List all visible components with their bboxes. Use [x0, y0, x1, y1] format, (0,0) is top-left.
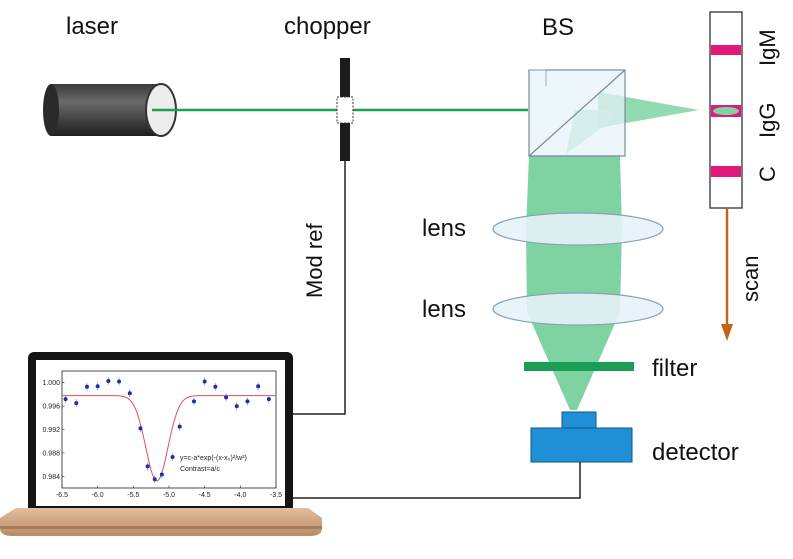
- x-tick-label: -4.0: [234, 492, 246, 499]
- detector-label: detector: [652, 439, 739, 466]
- filter-icon: [524, 362, 634, 371]
- x-tick-label: -5.0: [163, 492, 175, 499]
- data-point: [138, 426, 143, 431]
- strip-label-igg: IgG: [755, 103, 780, 138]
- measurement-chart: -6.5-6.0-5.5-5.0-4.5-4.0-3.5 0.9840.9880…: [42, 370, 282, 499]
- data-point: [202, 379, 207, 384]
- focused-light-cone: [527, 312, 620, 410]
- data-point: [213, 384, 218, 389]
- y-tick-label: 1.000: [42, 380, 60, 387]
- data-point: [117, 379, 122, 384]
- data-point: [266, 397, 271, 402]
- y-tick-label: 0.996: [42, 404, 60, 411]
- x-tick-label: -3.5: [270, 492, 282, 499]
- strip-label-igm: IgM: [755, 29, 780, 66]
- data-point: [95, 384, 100, 389]
- detector-icon: [530, 411, 633, 463]
- data-point: [145, 464, 150, 469]
- scan-label: scan: [738, 256, 763, 302]
- lens-label-2: lens: [422, 296, 466, 323]
- mod-ref-label: Mod ref: [302, 223, 327, 298]
- scan-arrow-icon: [721, 208, 733, 341]
- x-tick-label: -4.5: [199, 492, 211, 499]
- contrast-annotation: Contrast=a/c: [180, 466, 220, 473]
- y-axis: 0.984 0.988 0.992 0.996 1.000: [42, 380, 65, 481]
- x-tick-label: -6.5: [56, 492, 68, 499]
- laptop-icon: [0, 352, 322, 536]
- data-point: [245, 399, 250, 404]
- beam-splitter-icon: [528, 69, 626, 157]
- y-tick-label: 0.992: [42, 427, 60, 434]
- data-point: [170, 454, 175, 459]
- laser-spot: [713, 107, 739, 115]
- bs-label: BS: [542, 14, 574, 41]
- data-points: [63, 376, 271, 484]
- data-point: [159, 472, 164, 477]
- strip-label-c: C: [755, 166, 780, 182]
- data-point: [234, 404, 239, 409]
- laser-icon: [43, 83, 177, 137]
- filter-label: filter: [652, 355, 697, 382]
- lens-2: [492, 292, 664, 326]
- data-point: [152, 477, 157, 482]
- lens-1: [492, 212, 664, 246]
- mod-ref-wire: [287, 161, 346, 415]
- data-point: [256, 384, 261, 389]
- x-tick-label: -6.0: [92, 492, 104, 499]
- data-point: [191, 399, 196, 404]
- y-tick-label: 0.984: [42, 474, 60, 481]
- chopper-label: chopper: [284, 13, 371, 40]
- data-point: [74, 401, 79, 406]
- fit-curve: [62, 395, 276, 482]
- data-point: [224, 395, 229, 400]
- test-strip: [709, 11, 743, 209]
- strip-band-igm: [711, 45, 741, 55]
- y-tick-label: 0.988: [42, 450, 60, 457]
- lens-label-1: lens: [422, 215, 466, 242]
- data-point: [84, 384, 89, 389]
- detector-wire: [287, 462, 581, 499]
- data-point: [127, 391, 132, 396]
- fit-formula: y=c-a*exp(-(x-x₀)²/w²): [180, 455, 247, 462]
- x-tick-label: -5.5: [127, 492, 139, 499]
- data-point: [177, 424, 182, 429]
- laser-label: laser: [66, 13, 118, 40]
- x-axis: -6.5 -6.0 -5.5 -5.0 -4.5 -4.0 -3.5: [56, 485, 282, 499]
- chopper-icon: [336, 58, 354, 161]
- strip-band-c: [711, 166, 741, 177]
- data-point: [106, 378, 111, 383]
- data-point: [63, 397, 68, 402]
